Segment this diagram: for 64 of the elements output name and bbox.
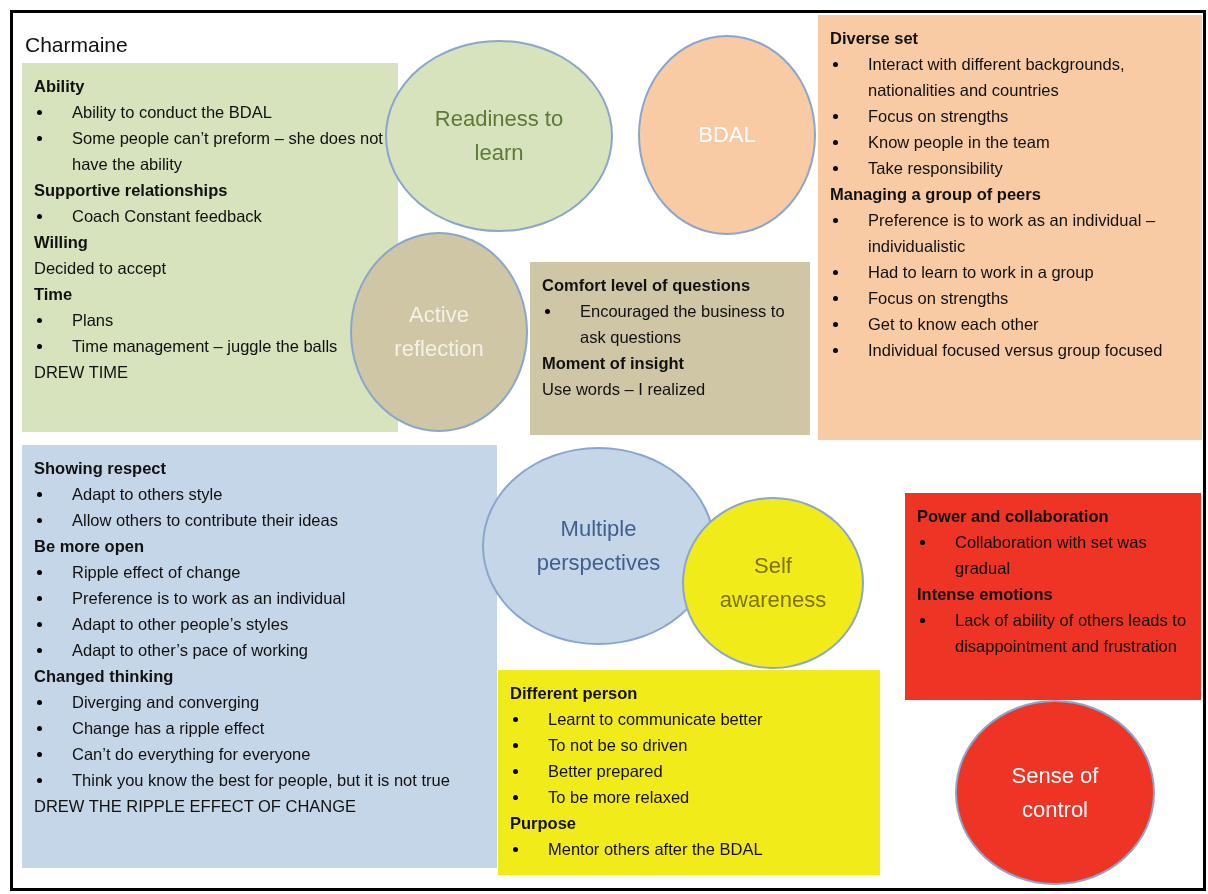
bullet-item: Some people can’t preform – she does not have the ability	[72, 128, 384, 175]
note-text: Decided to accept	[34, 258, 168, 279]
circle-label: Self awareness	[718, 552, 828, 614]
circle-label: Sense of control	[1010, 761, 1100, 824]
section-heading: Time	[34, 284, 74, 305]
bullet-item: To not be so driven	[548, 735, 688, 756]
bullet-item: Focus on strengths	[868, 288, 1009, 309]
section-heading: Purpose	[510, 813, 578, 834]
bullet-item: Had to learn to work in a group	[868, 262, 1094, 283]
bullet-item: Get to know each other	[868, 314, 1039, 335]
bullet-item: Adapt to others style	[72, 484, 223, 505]
note-panel	[498, 670, 880, 875]
note-panel	[905, 493, 1201, 700]
section-heading: Ability	[34, 76, 86, 97]
bullet-item: Ability to conduct the BDAL	[72, 102, 272, 123]
bullet-item: Take responsibility	[868, 158, 1003, 179]
title-text: Charmaine	[25, 32, 128, 58]
circle-label: BDAL	[697, 121, 757, 149]
bullet-item: Better prepared	[548, 761, 663, 782]
bullet-item: Preference is to work as an individual	[72, 588, 346, 609]
bullet-item: Individual focused versus group focused	[868, 340, 1163, 361]
bullet-item: Know people in the team	[868, 132, 1050, 153]
bullet-item: Focus on strengths	[868, 106, 1009, 127]
bullet-item: To be more relaxed	[548, 787, 690, 808]
note-text: DREW TIME	[34, 362, 130, 383]
section-heading: Power and collaboration	[917, 506, 1110, 527]
note-panel	[818, 15, 1202, 440]
bullet-item: Change has a ripple effect	[72, 718, 265, 739]
section-heading: Showing respect	[34, 458, 168, 479]
circle-label: Active reflection	[393, 301, 485, 363]
bullet-item: Lack of ability of others leads to disappointment and frustration	[955, 610, 1188, 657]
section-heading: Diverse set	[830, 28, 920, 49]
section-heading: Managing a group of peers	[830, 184, 1042, 205]
theme-circle	[350, 232, 528, 432]
bullet-item: Coach Constant feedback	[72, 206, 262, 227]
section-heading: Supportive relationships	[34, 180, 229, 201]
bullet-item: Diverging and converging	[72, 692, 260, 713]
section-heading: Different person	[510, 683, 639, 704]
bullet-item: Learnt to communicate better	[548, 709, 763, 730]
section-heading: Be more open	[34, 536, 146, 557]
section-heading: Moment of insight	[542, 353, 686, 374]
note-text: Use words – I realized	[542, 379, 707, 400]
bullet-item: Plans	[72, 310, 114, 331]
circle-label: Multiple perspectives	[535, 515, 662, 577]
bullet-item: Encouraged the business to ask questions	[580, 301, 786, 348]
note-panel	[22, 445, 497, 868]
bullet-item: Can’t do everything for everyone	[72, 744, 311, 765]
bullet-item: Ripple effect of change	[72, 562, 241, 583]
bullet-item: Allow others to contribute their ideas	[72, 510, 338, 531]
note-panel	[530, 262, 810, 435]
section-heading: Comfort level of questions	[542, 275, 752, 296]
bullet-item: Time management – juggle the balls	[72, 336, 338, 357]
bullet-item: Interact with different backgrounds, nationalities and countries	[868, 54, 1126, 101]
circle-label: Readiness to learn	[433, 105, 565, 167]
section-heading: Intense emotions	[917, 584, 1054, 605]
bullet-item: Collaboration with set was gradual	[955, 532, 1148, 579]
section-heading: Changed thinking	[34, 666, 175, 687]
bullet-item: Adapt to other people’s styles	[72, 614, 289, 635]
section-heading: Willing	[34, 232, 89, 253]
bullet-item: Preference is to work as an individual – individualistic	[868, 210, 1157, 257]
bullet-item: Think you know the best for people, but it is not true	[72, 770, 450, 791]
bullet-item: Adapt to other’s pace of working	[72, 640, 309, 661]
note-text: DREW THE RIPPLE EFFECT OF CHANGE	[34, 796, 358, 817]
bullet-item: Mentor others after the BDAL	[548, 839, 763, 860]
